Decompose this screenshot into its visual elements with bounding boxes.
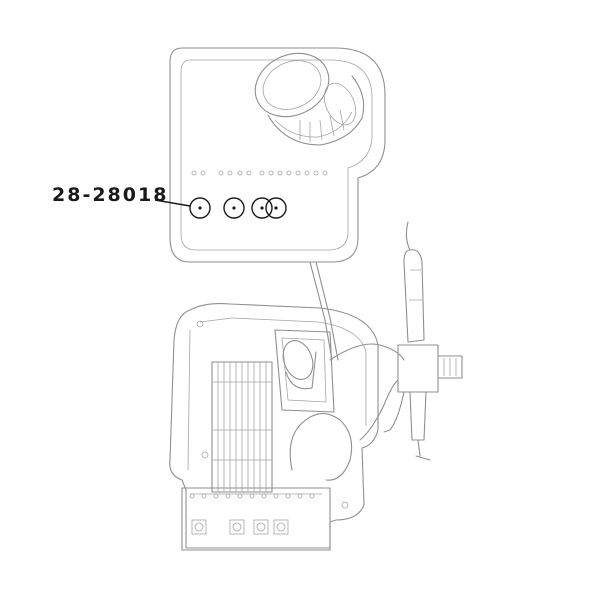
- highlighted-buttons: [189, 197, 287, 219]
- front-panel-assembly: [154, 47, 386, 361]
- control-pcb: [181, 487, 331, 551]
- leader-line: [154, 199, 191, 207]
- control-knob: [254, 52, 365, 146]
- base-unit: [169, 303, 405, 551]
- part-number-label: 28-28018: [52, 184, 169, 206]
- motor: [282, 340, 317, 390]
- indicator-row: [191, 170, 328, 176]
- ribbon-cable: [211, 361, 273, 493]
- handpiece-cable: [359, 379, 399, 441]
- handpiece: [383, 221, 463, 461]
